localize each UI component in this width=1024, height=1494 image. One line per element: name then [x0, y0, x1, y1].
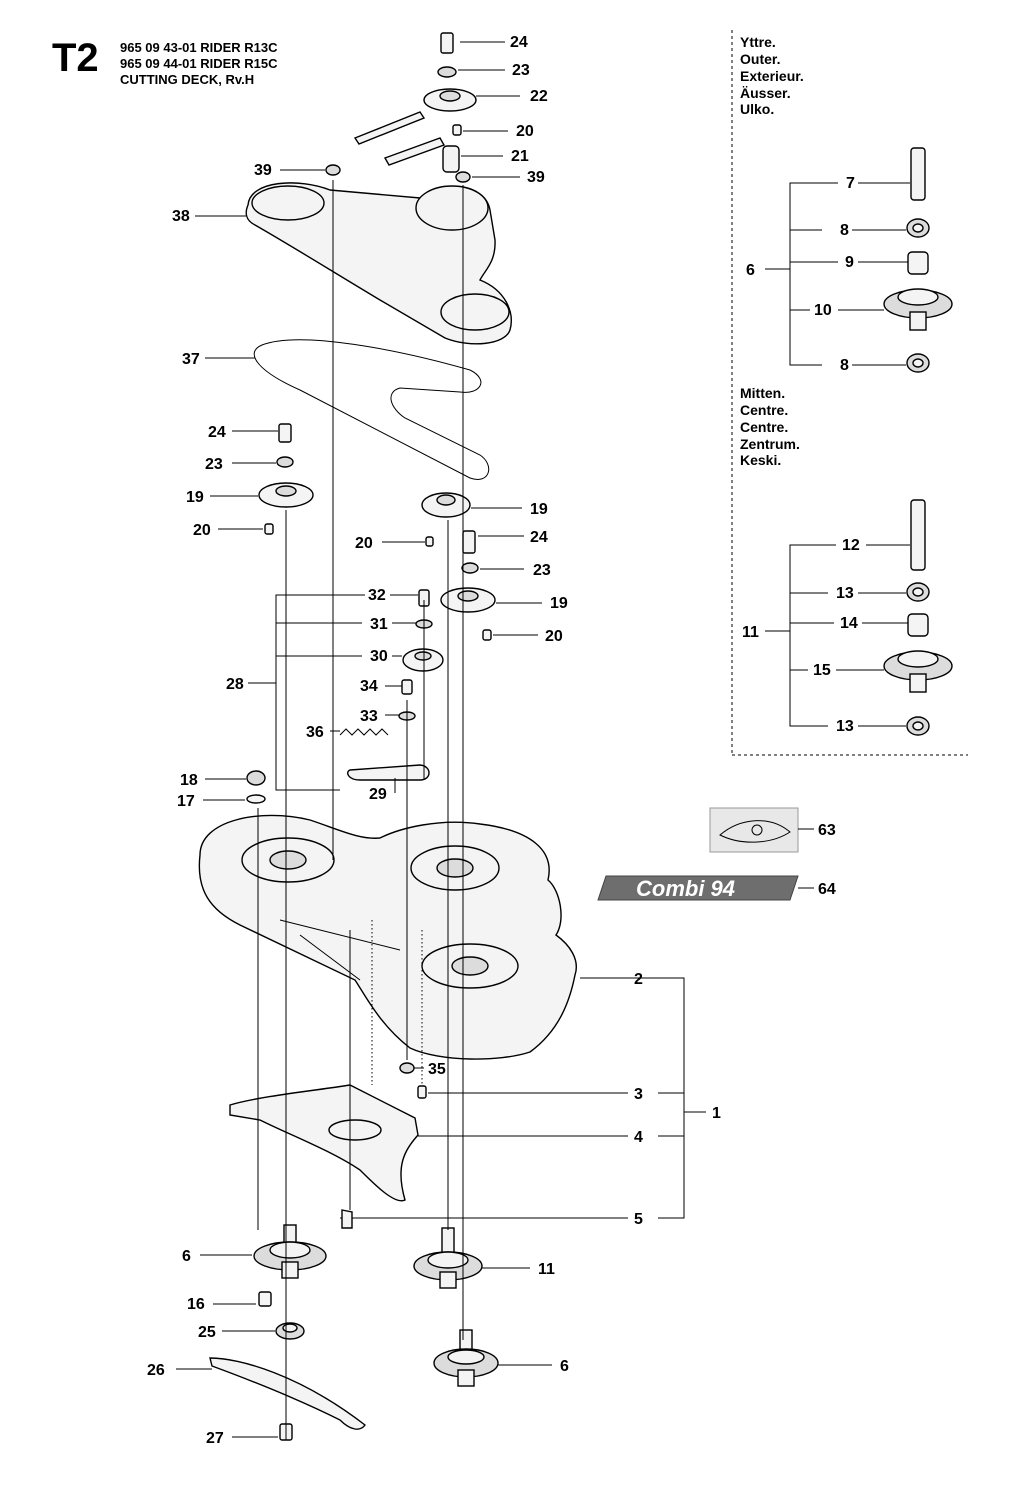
callout-22: 22	[530, 88, 548, 105]
callout-14: 14	[840, 615, 858, 632]
callout-35: 35	[428, 1061, 446, 1078]
page-code: T2	[52, 36, 99, 80]
callout-19-right: 19	[550, 595, 568, 612]
center-label-de: Zentrum.	[740, 436, 800, 452]
combi-94-label: Combi 94	[636, 876, 735, 901]
callout-33: 33	[360, 708, 378, 725]
left-pulley-stack	[258, 423, 314, 535]
outer-label-se: Yttre.	[740, 34, 776, 50]
callout-6-right: 6	[560, 1358, 569, 1375]
callout-28: 28	[226, 676, 244, 693]
callout-25: 25	[198, 1324, 216, 1341]
left-spindle	[209, 1224, 366, 1441]
callout-5: 5	[634, 1211, 643, 1228]
callout-10: 10	[814, 302, 832, 319]
header-line-1: 965 09 43-01 RIDER R13C	[120, 40, 278, 55]
callout-3: 3	[634, 1086, 643, 1103]
callout-37: 37	[182, 351, 200, 368]
callout-12: 12	[842, 537, 860, 554]
header-line-2: 965 09 44-01 RIDER R15C	[120, 56, 278, 71]
center-label-se: Mitten.	[740, 385, 785, 401]
callout-4: 4	[634, 1129, 643, 1146]
callout-20-right: 20	[545, 628, 563, 645]
outer-label-fr: Exterieur.	[740, 68, 804, 84]
header-line-3: CUTTING DECK, Rv.H	[120, 72, 255, 87]
callout-64: 64	[818, 881, 836, 898]
callout-13-upper: 13	[836, 585, 854, 602]
callout-23-right: 23	[533, 562, 551, 579]
top-pulley-assembly	[325, 32, 477, 183]
callout-20-top: 20	[516, 123, 534, 140]
outer-spindle-parts	[883, 147, 953, 373]
callout-24-left: 24	[208, 424, 226, 441]
drive-belt	[253, 339, 490, 480]
callout-8-lower: 8	[840, 357, 849, 374]
callout-34: 34	[360, 678, 378, 695]
center-label-en: Centre.	[740, 402, 788, 418]
callout-9: 9	[845, 254, 854, 271]
callout-38: 38	[172, 208, 190, 225]
outer-label-de: Äusser.	[740, 85, 791, 101]
callout-21: 21	[511, 148, 529, 165]
callout-2: 2	[634, 971, 643, 988]
callout-32: 32	[368, 587, 386, 604]
callout-18: 18	[180, 772, 198, 789]
right-pulley-stack	[440, 530, 496, 641]
callout-24-top: 24	[510, 34, 528, 51]
callout-19-left: 19	[186, 489, 204, 506]
callout-23-left: 23	[205, 456, 223, 473]
center-label-fr: Centre.	[740, 419, 788, 435]
center-right-spindles	[413, 1227, 499, 1387]
callout-24-right: 24	[530, 529, 548, 546]
outer-label-fi: Ulko.	[740, 101, 774, 117]
callout-8-upper: 8	[840, 222, 849, 239]
inset-panel: Yttre. Outer. Exterieur. Äusser. Ulko. 7…	[731, 30, 968, 756]
callout-1: 1	[712, 1105, 721, 1122]
center-spindle-parts	[883, 499, 953, 736]
callout-31: 31	[370, 616, 388, 633]
discharge-deflector	[229, 1084, 419, 1202]
callout-20-left: 20	[193, 522, 211, 539]
callout-26: 26	[147, 1362, 165, 1379]
belt-routing-thumbnail	[709, 807, 799, 853]
callout-23-top: 23	[512, 62, 530, 79]
callout-29: 29	[369, 786, 387, 803]
callout-6-left: 6	[182, 1248, 191, 1265]
callout-20-center: 20	[355, 535, 373, 552]
alignment-lines	[257, 180, 464, 1440]
callout-15: 15	[813, 662, 831, 679]
callout-16: 16	[187, 1296, 205, 1313]
callout-6-inset: 6	[746, 262, 755, 279]
callout-17: 17	[177, 793, 195, 810]
callout-19-center: 19	[530, 501, 548, 518]
callout-63: 63	[818, 822, 836, 839]
callout-13-lower: 13	[836, 718, 854, 735]
callout-11-inset: 11	[742, 624, 759, 641]
tensioner-assembly	[339, 589, 444, 781]
callout-39-left: 39	[254, 162, 272, 179]
callout-11: 11	[538, 1261, 555, 1278]
callout-27: 27	[206, 1430, 224, 1447]
center-label-fi: Keski.	[740, 452, 781, 468]
combi-94-decal: Combi 94	[597, 875, 799, 901]
callout-7: 7	[846, 175, 855, 192]
outer-label-en: Outer.	[740, 51, 780, 67]
callout-36: 36	[306, 724, 324, 741]
callout-30: 30	[370, 648, 388, 665]
callout-39-right: 39	[527, 169, 545, 186]
